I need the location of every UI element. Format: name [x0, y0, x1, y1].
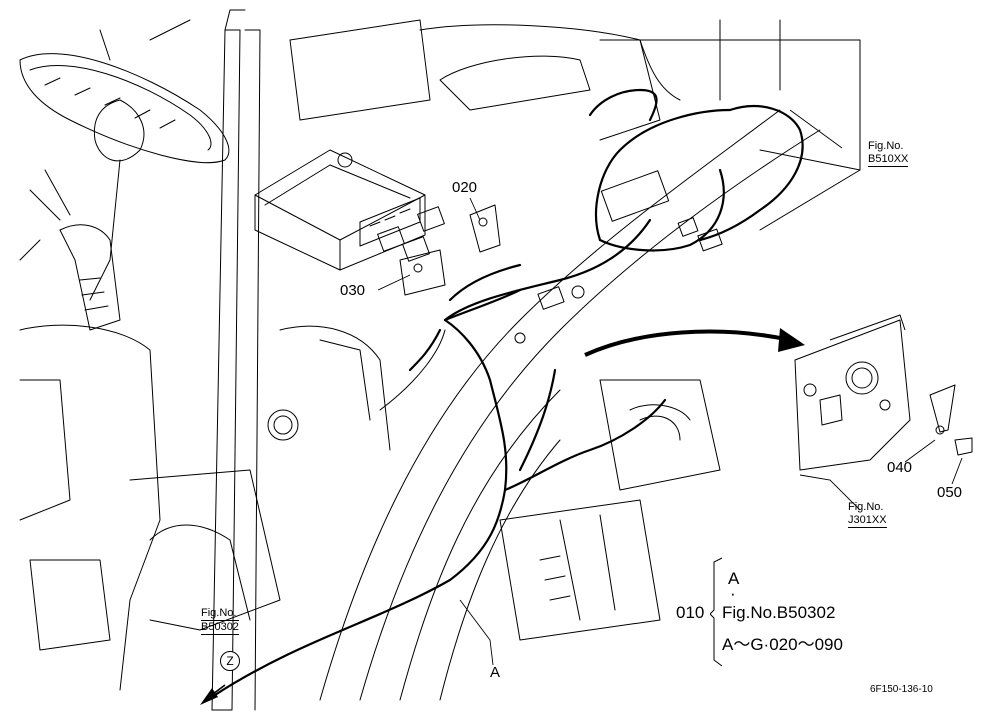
fig-ref-b50302[interactable]: Fig.No. B50302 — [201, 607, 239, 635]
lower-mechanism-drawing — [499, 379, 721, 641]
assembly-line-3: Fig.No.B50302 — [722, 603, 836, 622]
part-label-030: 030 — [340, 282, 366, 299]
part-label-A: A — [490, 664, 501, 681]
inset-detail-drawing — [794, 314, 973, 471]
part-label-050: 050 — [937, 484, 963, 501]
leader-A — [459, 599, 494, 666]
assembly-line-4: A～G·020～090 — [722, 635, 843, 654]
left-panels-drawing — [19, 324, 281, 691]
part-label-040: 040 — [887, 459, 913, 476]
drawing-code: 6F150-136-10 — [870, 684, 933, 695]
upper-frame-drawing — [599, 19, 861, 231]
fig-ref-j301-line1: Fig.No. — [848, 501, 884, 513]
assembly-line-1: A — [728, 569, 740, 588]
leader-b510 — [789, 109, 843, 149]
leader-j301 — [799, 474, 861, 511]
fig-ref-b510-line2: B510XX — [868, 153, 909, 167]
harness-exit-arrow — [200, 684, 226, 705]
seat-drawing — [289, 19, 661, 141]
fig-ref-j301[interactable]: Fig.No. J301XX — [848, 501, 887, 528]
fig-ref-j301-line2: J301XX — [848, 514, 887, 528]
fig-ref-b50302-line1: Fig.No. — [201, 607, 237, 619]
fender-drawing — [319, 109, 821, 701]
leader-lines — [377, 109, 963, 666]
steering-wheel-drawing — [19, 19, 230, 301]
steering-column-drawing — [19, 169, 121, 331]
fig-ref-b510[interactable]: Fig.No. B510XX — [868, 140, 909, 167]
inner-fender-drawing — [267, 325, 391, 451]
pillar-drawing — [211, 9, 261, 711]
bracket-030-drawing — [399, 249, 446, 296]
bracket-020-drawing — [469, 204, 501, 253]
ecu-drawing — [254, 149, 426, 271]
leader-050 — [951, 457, 963, 485]
leader-030 — [377, 274, 411, 291]
zone-circle-z: Z — [220, 651, 240, 671]
leader-020 — [469, 197, 481, 221]
fig-ref-b510-line1: Fig.No. — [868, 140, 904, 152]
pointer-arrow-drawing — [584, 328, 805, 357]
assembly-line-2: · — [730, 584, 736, 603]
part-label-020: 020 — [452, 179, 478, 196]
fig-ref-b50302-line2: B50302 — [201, 620, 239, 635]
connectors-drawing — [377, 170, 723, 344]
leader-040 — [904, 439, 936, 463]
assembly-number: 010 — [676, 603, 705, 622]
assembly-brace — [710, 557, 723, 667]
wire-harness-drawing — [213, 88, 804, 697]
